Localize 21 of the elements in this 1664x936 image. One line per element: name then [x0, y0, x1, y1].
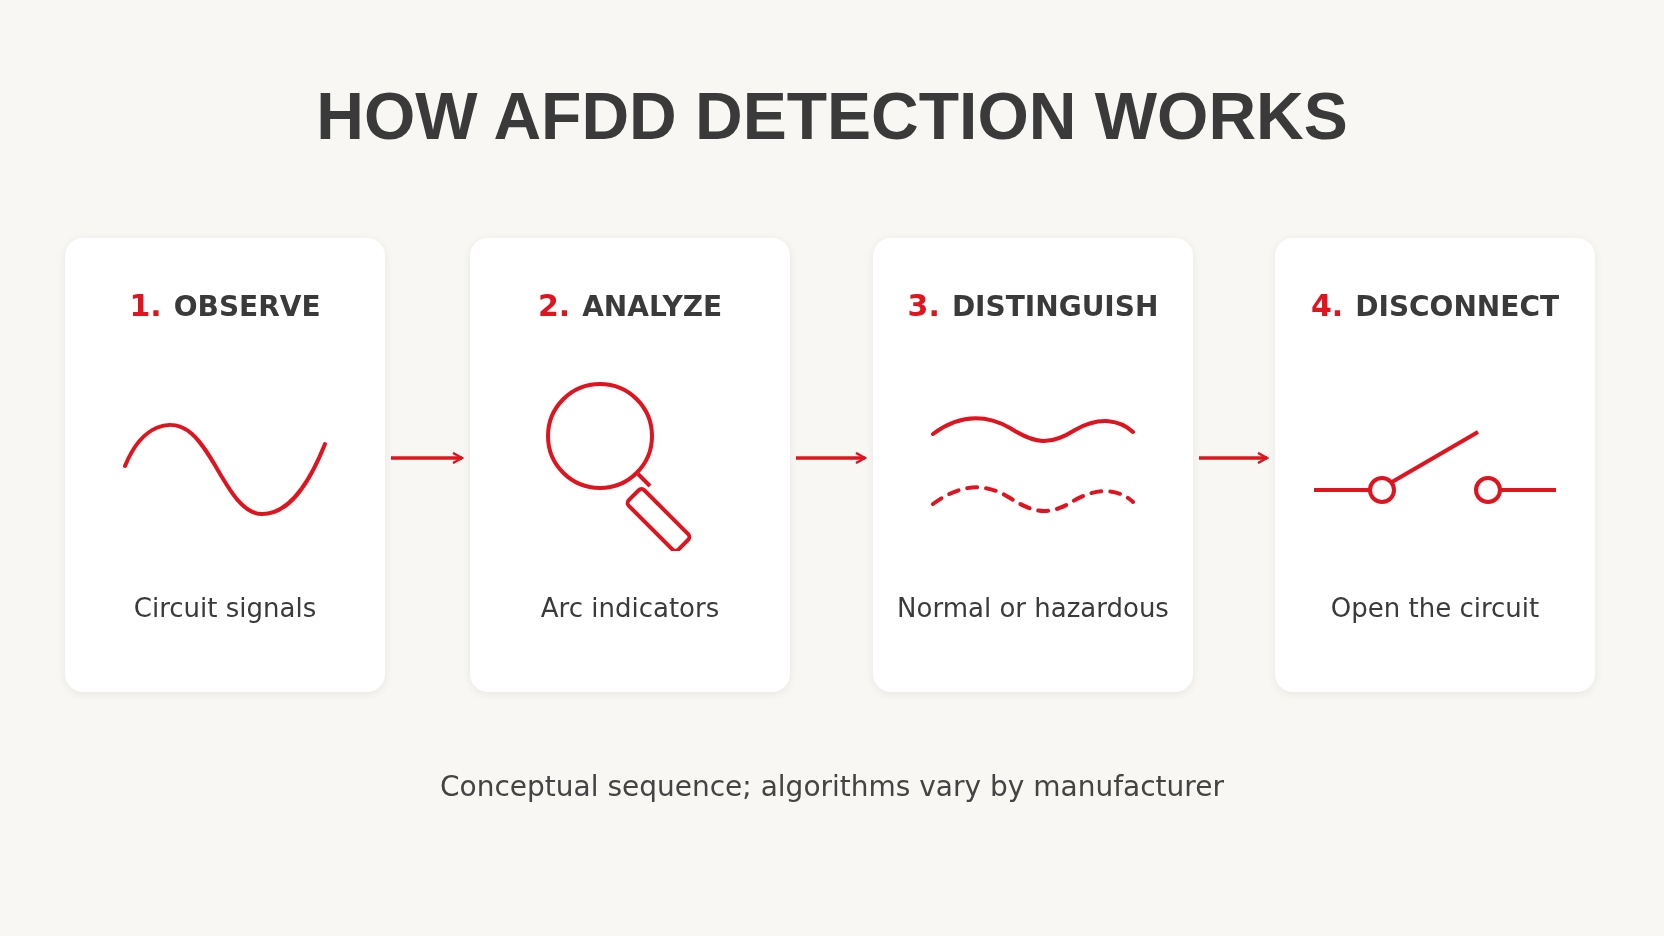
step-caption: Open the circuit [1329, 593, 1541, 623]
step-card [470, 238, 790, 692]
step-title: ANALYZE [582, 290, 723, 323]
arrow [391, 451, 464, 465]
step-title: OBSERVE [173, 290, 321, 323]
step-title: DISTINGUISH [951, 290, 1159, 323]
step-number: 4. [1310, 288, 1344, 323]
step-caption: Circuit signals [132, 593, 318, 623]
arrow [1199, 451, 1269, 465]
title: HOW AFDD DETECTION WORKS [315, 78, 1349, 154]
step-number: 3. [907, 288, 940, 323]
step-caption: Normal or hazardous [896, 593, 1170, 623]
step-number: 1. [129, 288, 162, 323]
step-title: DISCONNECT [1355, 290, 1560, 323]
step-card [65, 238, 385, 692]
arrow [796, 451, 867, 465]
step-number: 2. [537, 288, 571, 323]
step-card [1275, 238, 1595, 692]
step-caption: Arc indicators [539, 593, 721, 623]
step-card [873, 238, 1193, 692]
caption: Conceptual sequence; algorithms vary by manufacturer [439, 770, 1225, 803]
